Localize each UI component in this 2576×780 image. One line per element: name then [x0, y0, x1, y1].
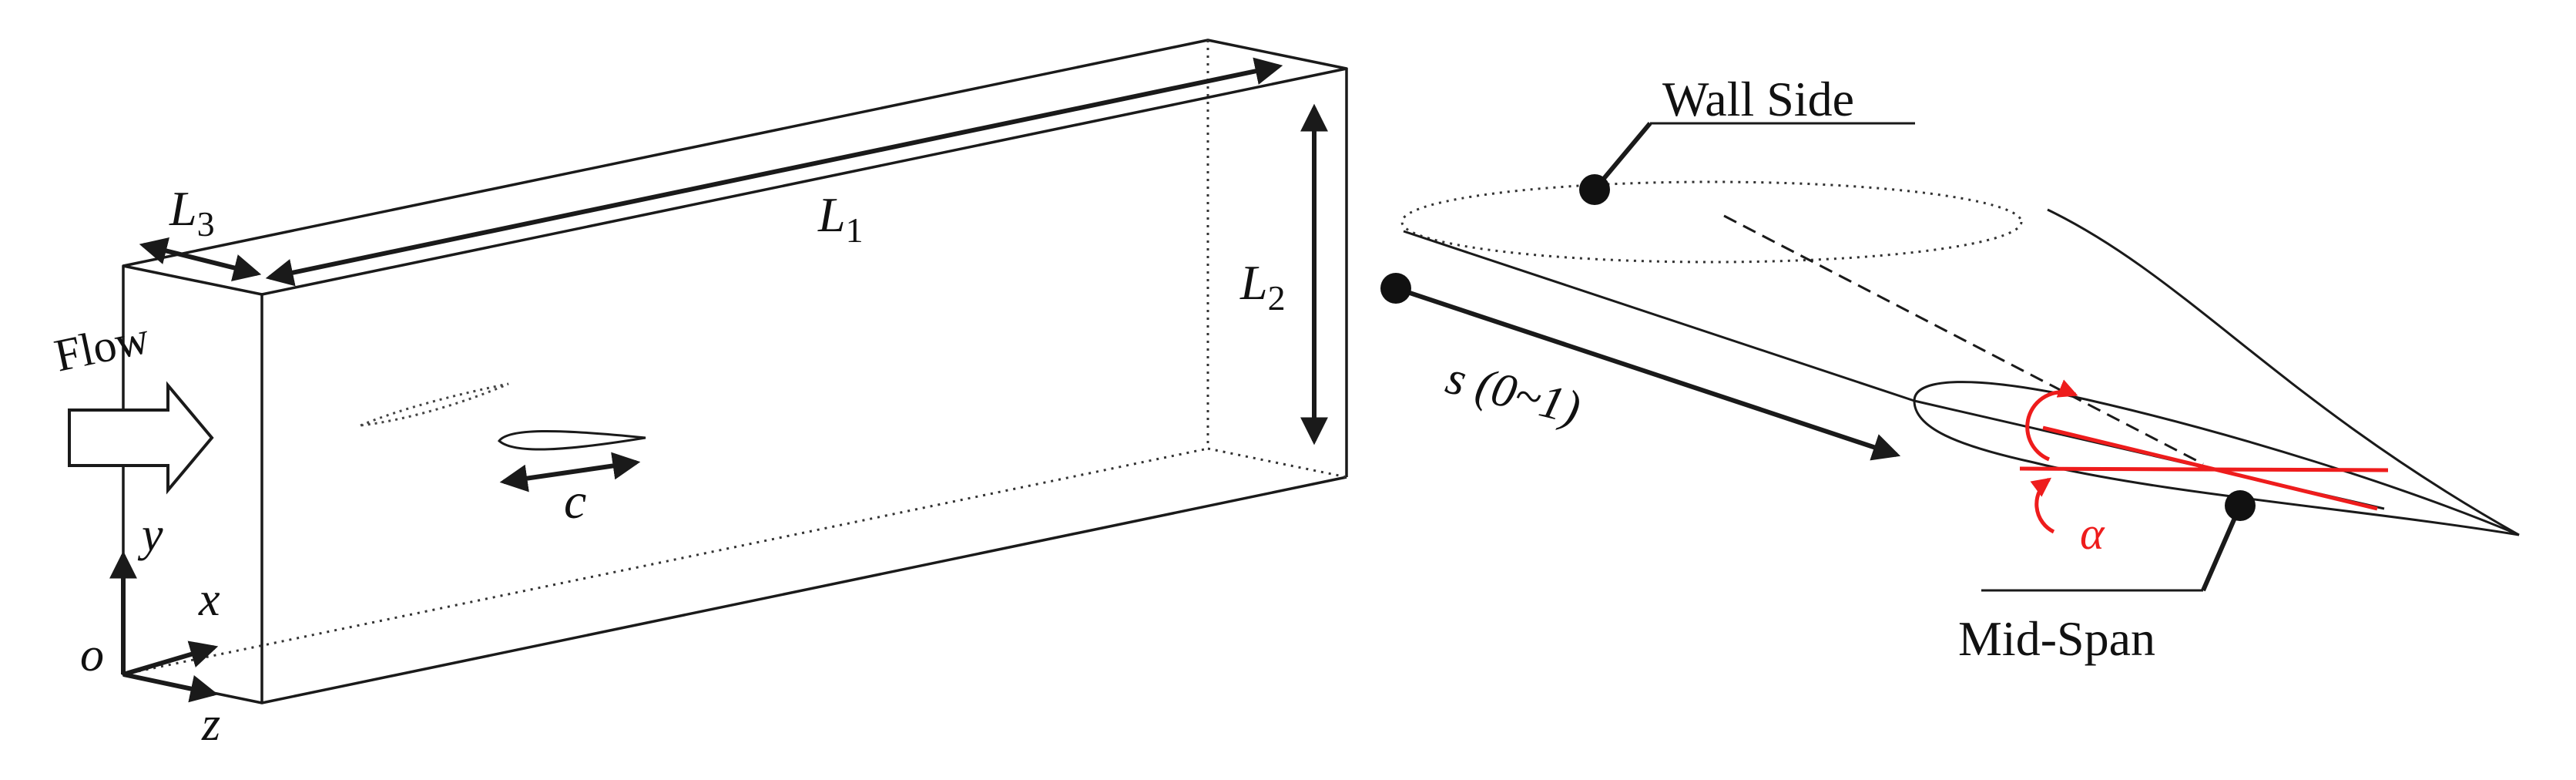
coordinate-axes	[109, 550, 219, 703]
label-L1: L1	[817, 187, 864, 250]
tunnel-box	[122, 39, 1348, 704]
angle-of-attack-indicator	[2019, 379, 2389, 534]
label-wall-side: Wall Side	[1662, 72, 1854, 126]
label-chord: c	[564, 473, 586, 530]
angle-arc-lower	[2030, 477, 2055, 534]
inclined-chord-line	[2042, 425, 2378, 511]
label-angle-alpha: α	[2080, 508, 2105, 559]
L3-arrow	[139, 237, 262, 282]
bottom-edge	[261, 476, 1347, 704]
quarter-chord-line	[1723, 214, 2204, 466]
right-labels: Wall Side Mid-Span s (0~1) α	[1441, 72, 2155, 666]
chord-reference-line	[2019, 466, 2389, 472]
wall-side-dot	[1579, 174, 1610, 205]
chord-arrow	[499, 452, 641, 493]
label-origin: o	[80, 629, 104, 681]
label-flow: Flow	[50, 311, 154, 381]
angle-arc-upper	[2025, 379, 2078, 462]
span-coordinate-arrow	[1395, 286, 1901, 461]
leading-edge	[1403, 230, 1915, 402]
label-span-coordinate: s (0~1)	[1441, 351, 1586, 435]
flow-arrow-icon	[68, 381, 214, 495]
label-L3: L3	[169, 181, 215, 244]
mid-span-dot	[2225, 490, 2256, 521]
axis-z-arrow	[122, 672, 219, 703]
hidden-edges	[122, 40, 1347, 676]
left-labels: L1 L2 L3 Flow c y x z o	[50, 181, 1286, 751]
span-origin-dot	[1380, 273, 1411, 304]
airfoil-projection-dotted	[360, 382, 509, 427]
swept-wing	[1400, 180, 2520, 536]
axis-x-arrow	[122, 640, 219, 677]
label-axis-z: z	[201, 698, 220, 751]
mid-span-leader	[2201, 504, 2242, 592]
mid-span-section	[1913, 381, 2520, 536]
L1-arrow	[265, 57, 1283, 287]
airfoil-section	[497, 429, 646, 451]
top-face	[122, 39, 1348, 296]
label-mid-span: Mid-Span	[1958, 611, 2155, 666]
trailing-edge	[2047, 208, 2520, 536]
label-L2: L2	[1239, 255, 1286, 318]
label-axis-x: x	[198, 573, 220, 626]
wall-side-section	[1400, 180, 2023, 264]
label-axis-y: y	[137, 509, 163, 561]
